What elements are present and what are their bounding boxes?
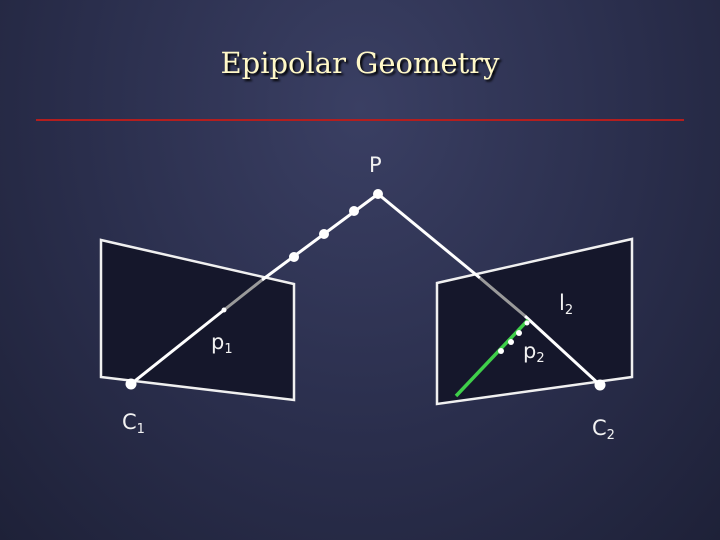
epipolar-sample-point [508,339,514,345]
ray-c1-p-behind [223,278,263,312]
label-l2-sub: 2 [564,303,574,318]
label-c2-sub: 2 [606,428,615,443]
label-p2: p2 [523,339,545,366]
label-p2-base: p [523,339,537,363]
ray-sample-point [319,229,329,239]
camera-center-c2 [594,379,606,391]
label-l2: l2 [559,291,574,318]
epipolar-sample-point [524,320,530,326]
label-c2-base: C [592,416,607,440]
image-plane-right [435,237,634,406]
ray-c1-p-front [130,308,225,386]
label-p1: p1 [211,330,233,357]
label-c1-base: C [122,410,137,434]
ray-sample-point [349,206,359,216]
point-p2 [498,348,504,354]
epipolar-line-l2 [454,318,530,398]
point-p1 [221,307,227,313]
ray-sample-point [289,252,299,262]
label-p: P [369,155,382,176]
ray-p-c2-outside [377,192,481,280]
slide-title: Epipolar Geometry [220,46,500,80]
label-p-text: P [369,153,382,177]
image-plane-left [99,238,296,402]
label-p2-sub: 2 [536,351,545,366]
label-p1-base: p [211,330,225,354]
ray-p-c2-behind [479,276,526,318]
epipolar-sample-point [516,330,522,336]
ray-p-c2-front [523,314,602,387]
point-p [373,189,383,199]
label-c1: C1 [122,410,145,437]
label-c2: C2 [592,416,615,443]
label-c1-sub: 1 [136,422,145,437]
label-l2-base: l [559,291,565,315]
label-p1-sub: 1 [224,342,233,357]
camera-center-c1 [125,378,137,390]
title-rule [36,119,684,121]
